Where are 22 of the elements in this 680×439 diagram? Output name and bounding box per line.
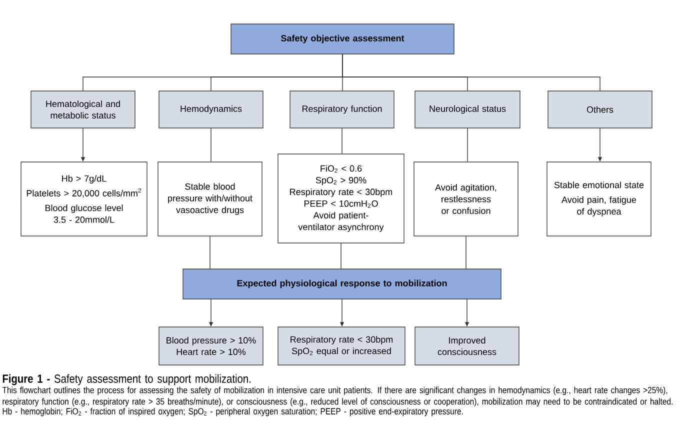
category-box: Neurological status — [414, 90, 520, 128]
category-box: Hematological and metabolic status — [30, 90, 136, 128]
criteria-box: Stable blood pressure with/without vasoactive drugs — [158, 162, 262, 236]
criteria-box: Hb > 7g/dL Platelets > 20,000 cells/mm$^{2}$ Blood glucose level 3.5 - 20mmol/L — [20, 162, 148, 236]
outcome-box: Blood pressure > 10% Heart rate > 10% — [158, 326, 264, 366]
connector-line — [342, 54, 600, 91]
figure-caption: Figure 1 - Safety assessment to support mobilization. — [2, 374, 250, 386]
outcome-box: Improved consciousness — [414, 326, 520, 366]
category-box: Respiratory function — [290, 90, 394, 128]
assessment-box: Safety objective assessment — [230, 24, 454, 54]
response-box: Expected physiological response to mobilization — [182, 268, 502, 300]
connector-line — [210, 128, 212, 162]
criteria-box: FiO$_{2}$ < 0.6 SpO$_{2}$ > 90% Respiratory rate < 30bpm PEEP < 10cmH$_{2}$O Avoid patient-ventilator asynchrony — [278, 154, 404, 244]
connector-line — [340, 243, 342, 269]
criteria-box: Avoid agitation, restlessness or confusion — [414, 162, 518, 236]
outcome-box: Respiratory rate < 30bpm SpO$_{2}$ equal or increased — [278, 326, 406, 366]
caption-text: This flowchart outlines the process for assessing the safety of mobilization in intensive care unit patients. If there are significant changes in hemodynamics (e.g., heart rate changes >25%), respiratory function (e.g., respiratory rate > 35 breaths/minute), or consciousness (e.g., reduced level of consciousness or cooperation), mobilization may need to be contraindicated or halted. — [2, 386, 672, 406]
category-box: Hemodynamics — [158, 90, 264, 128]
connector-line — [467, 128, 468, 162]
abbreviation-note: Hb - hemoglobin; FiO$_{2}$ - fraction of inspired oxygen; SpO$_{2}$ - peripheral oxygen saturation; PEEP - positive end-expiratory pressure. — [2, 408, 463, 416]
criteria-box: Stable emotional state Avoid pain, fatigue of dyspnea — [546, 162, 652, 236]
category-box: Others — [548, 90, 652, 128]
